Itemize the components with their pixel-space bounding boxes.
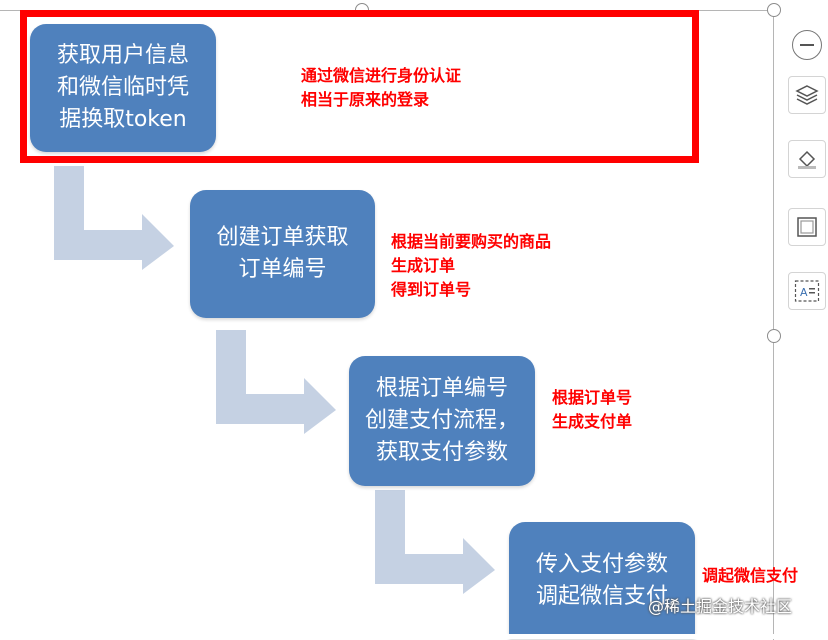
note-step-4: 调起微信支付 <box>702 566 799 585</box>
watermark-text: @稀土掘金技术社区 <box>648 597 793 616</box>
fill-icon <box>798 150 816 169</box>
frame-button[interactable] <box>788 208 826 246</box>
flow-step-3[interactable]: 根据订单编号 创建支付流程， 获取支付参数 <box>349 356 535 486</box>
shape-toolbar: A <box>784 18 828 318</box>
note-step-1: 通过微信进行身份认证 相当于原来的登录 <box>301 66 462 109</box>
svg-text:A: A <box>800 286 808 299</box>
flow-step-1[interactable]: 获取用户信息 和微信临时凭 据换取token <box>30 24 216 152</box>
frame-icon <box>797 217 817 237</box>
text-box-button[interactable]: A <box>788 272 826 310</box>
bent-arrow-1 <box>54 166 174 270</box>
selection-handle-top-right[interactable] <box>767 3 781 17</box>
bent-arrow-3 <box>375 490 495 594</box>
note-step-2: 根据当前要购买的商品 生成订单 得到订单号 <box>391 232 552 299</box>
bent-arrow-2 <box>216 330 336 434</box>
text-box-icon: A <box>794 280 820 302</box>
layers-icon <box>795 85 819 105</box>
flow-step-2[interactable]: 创建订单获取 订单编号 <box>190 190 375 318</box>
minus-circle-icon[interactable] <box>792 30 822 60</box>
selection-frame-right <box>773 10 774 640</box>
highlight-rectangle <box>20 10 699 163</box>
fill-button[interactable] <box>788 140 826 178</box>
layers-button[interactable] <box>788 76 826 114</box>
flow-step-4[interactable]: 传入支付参数 调起微信支付 <box>509 522 695 639</box>
selection-handle-right[interactable] <box>767 329 781 343</box>
bottom-edge <box>0 634 828 639</box>
note-step-3: 根据订单号 生成支付单 <box>552 388 633 431</box>
